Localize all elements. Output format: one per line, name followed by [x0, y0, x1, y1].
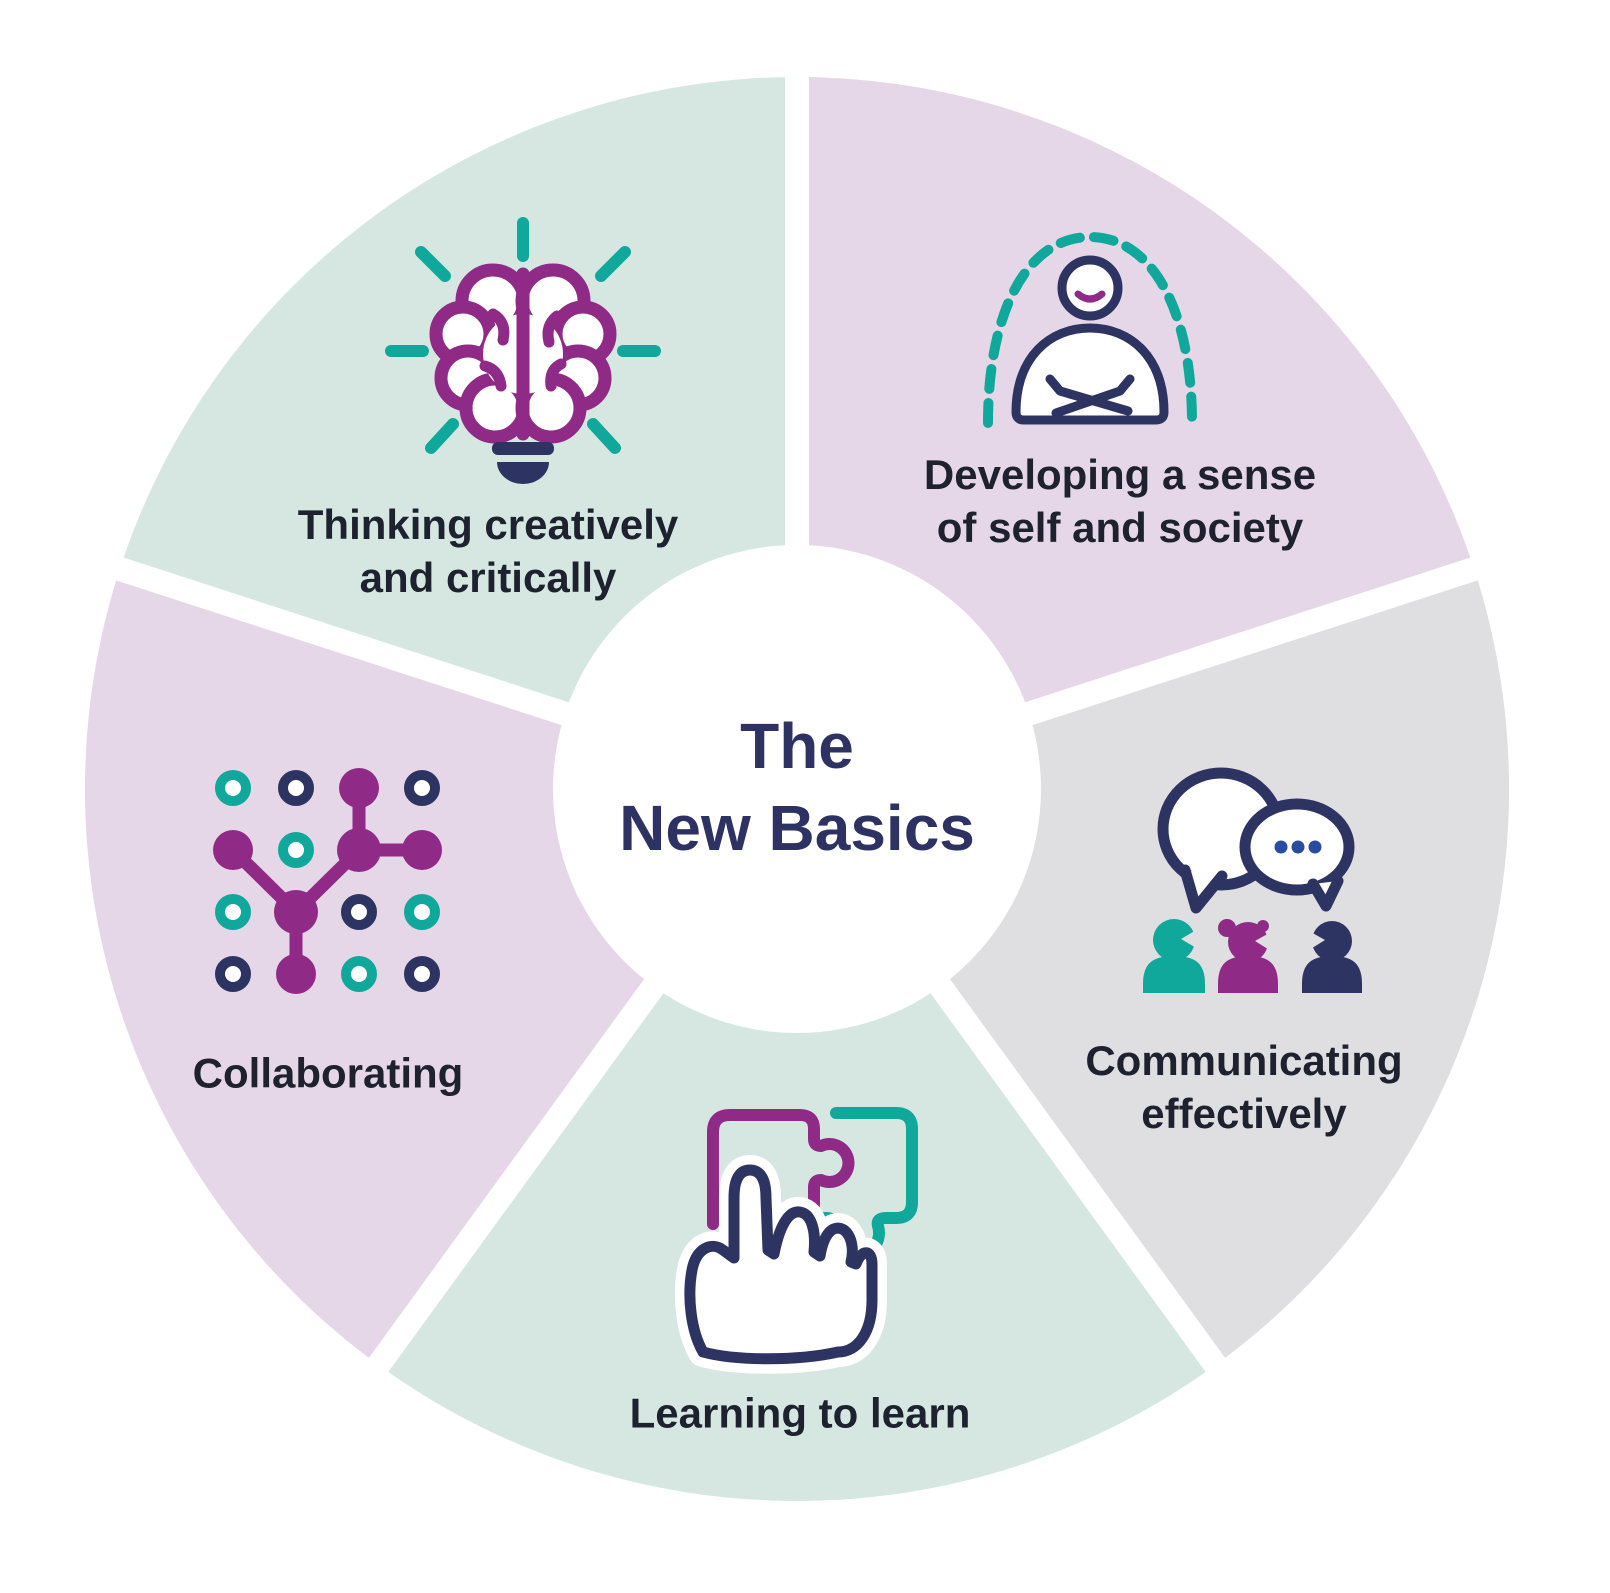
person-navy-body [1302, 956, 1362, 993]
speech-bubble-small-tail [1307, 875, 1344, 912]
label-collaborating: Collaborating [193, 1047, 464, 1100]
person-body [1011, 323, 1169, 425]
label-developing-line1: Developing a sense [923, 451, 1317, 498]
person-teal-head [1153, 919, 1195, 961]
label-thinking: Thinking creatively and critically [298, 498, 678, 604]
ellipsis-dots [1274, 840, 1322, 854]
person-navy-head [1312, 921, 1352, 961]
people-silhouettes [1143, 919, 1362, 993]
crossed-arms [1045, 374, 1135, 418]
person-navy-mouth-notch [1309, 931, 1325, 950]
smile [1074, 290, 1106, 303]
hand-puzzle-icon [674, 1107, 918, 1374]
aura-dashed-outline [983, 231, 1197, 428]
person-head [1057, 255, 1123, 321]
pointing-hand [684, 1164, 878, 1365]
lightbulb-rays [385, 217, 661, 454]
label-communicating: Communicating effectively [1085, 1034, 1402, 1140]
bulb-base-dome [497, 462, 549, 484]
page-title: The New Basics [619, 705, 975, 869]
network-teal-rings [215, 770, 440, 992]
label-thinking-line2: and critically [359, 554, 617, 601]
label-communicating-line1: Communicating [1085, 1037, 1403, 1084]
network-nodes-icon [213, 768, 442, 994]
person-teal-mouth-notch [1181, 929, 1198, 949]
label-developing: Developing a sense of self and society [924, 448, 1316, 554]
label-learning-line1: Learning to learn [629, 1389, 971, 1437]
speech-bubbles-people-icon [1143, 767, 1362, 993]
person-purple-mouth-notch [1255, 932, 1271, 951]
network-solid-nodes [213, 768, 442, 994]
network-navy-rings [215, 770, 440, 992]
brain-lightbulb-icon [385, 217, 661, 484]
bulb-base-bar [492, 442, 554, 455]
person-purple-body [1218, 956, 1278, 993]
label-collaborating-line1: Collaborating [192, 1049, 464, 1097]
label-learning: Learning to learn [630, 1387, 971, 1440]
speech-bubble-large-tail [1179, 864, 1228, 914]
label-developing-line2: of self and society [936, 504, 1304, 551]
label-thinking-line1: Thinking creatively [297, 501, 679, 548]
person-teal-body [1143, 956, 1205, 993]
brain-folds [479, 308, 567, 392]
page-title-line2: New Basics [619, 792, 975, 864]
segment-learning-wedge [378, 789, 1216, 1501]
segment-developing-wedge [797, 76, 1475, 789]
page-title-line1: The [740, 710, 854, 782]
person-purple-head [1228, 922, 1268, 962]
center-hub-circle [553, 545, 1041, 1033]
puzzle-piece-purple [707, 1109, 855, 1230]
person-self-awareness-icon [983, 231, 1197, 428]
label-communicating-line2: effectively [1141, 1090, 1347, 1137]
